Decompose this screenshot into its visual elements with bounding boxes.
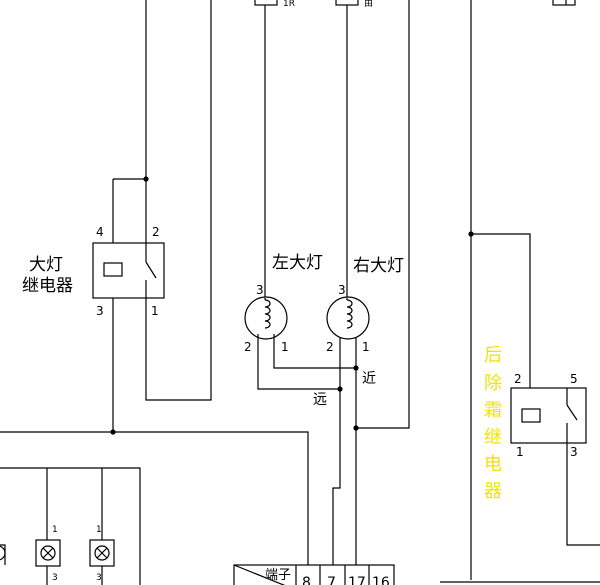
svg-text:继: 继 — [484, 427, 502, 448]
svg-text:4: 4 — [96, 225, 104, 239]
svg-text:1: 1 — [151, 304, 159, 318]
left-headlight: 3 2 1 — [244, 283, 289, 354]
svg-text:17: 17 — [348, 575, 366, 585]
near-label: 近 — [362, 371, 376, 387]
svg-text:1: 1 — [52, 525, 58, 535]
top-fuse-far-right — [552, 0, 576, 6]
svg-text:2: 2 — [244, 340, 252, 354]
svg-text:5: 5 — [570, 372, 578, 386]
svg-text:2: 2 — [514, 372, 522, 386]
svg-text:霜: 霜 — [484, 400, 502, 421]
far-label: 远 — [313, 392, 327, 408]
svg-text:1R: 1R — [283, 0, 295, 9]
svg-text:3: 3 — [52, 573, 58, 583]
svg-text:3: 3 — [96, 573, 102, 583]
headlight-relay-label-2: 继电器 — [22, 276, 73, 296]
svg-text:电: 电 — [484, 454, 502, 475]
svg-text:器: 器 — [484, 481, 502, 502]
rear-defrost-relay: 2 5 1 3 — [510, 372, 587, 459]
top-fuse-left: 1R — [254, 0, 295, 9]
svg-text:后: 后 — [484, 345, 502, 366]
svg-text:1: 1 — [281, 340, 289, 354]
left-headlight-label: 左大灯 — [272, 253, 323, 273]
svg-text:16: 16 — [372, 575, 390, 585]
svg-text:1: 1 — [96, 525, 102, 535]
svg-text:2: 2 — [326, 340, 334, 354]
svg-text:7: 7 — [327, 575, 336, 585]
top-fuse-right: 由 — [335, 0, 373, 9]
svg-text:2: 2 — [152, 225, 160, 239]
svg-text:除: 除 — [484, 373, 502, 394]
headlight-relay-label-1: 大灯 — [29, 255, 63, 275]
rear-defrost-relay-label: 后 除 霜 继 电 器 — [484, 345, 502, 502]
svg-text:1: 1 — [362, 340, 370, 354]
svg-text:1: 1 — [516, 445, 524, 459]
bulb-edge — [0, 545, 6, 561]
svg-text:8: 8 — [302, 575, 311, 585]
svg-text:3: 3 — [96, 304, 104, 318]
bulb-right: 1 3 — [89, 525, 115, 583]
svg-text:端子: 端子 — [265, 568, 291, 583]
svg-text:3: 3 — [570, 445, 578, 459]
svg-text:由: 由 — [364, 0, 373, 9]
svg-text:3: 3 — [256, 283, 264, 297]
svg-text:3: 3 — [338, 283, 346, 297]
headlight-relay: 4 2 3 1 — [92, 225, 165, 318]
right-headlight-label: 右大灯 — [353, 256, 404, 276]
terminal-block: 端子 8 7 17 16 — [233, 564, 395, 585]
right-headlight: 3 2 1 — [326, 283, 370, 354]
junction-dots — [110, 176, 474, 435]
bulb-left: 1 3 — [35, 525, 61, 583]
